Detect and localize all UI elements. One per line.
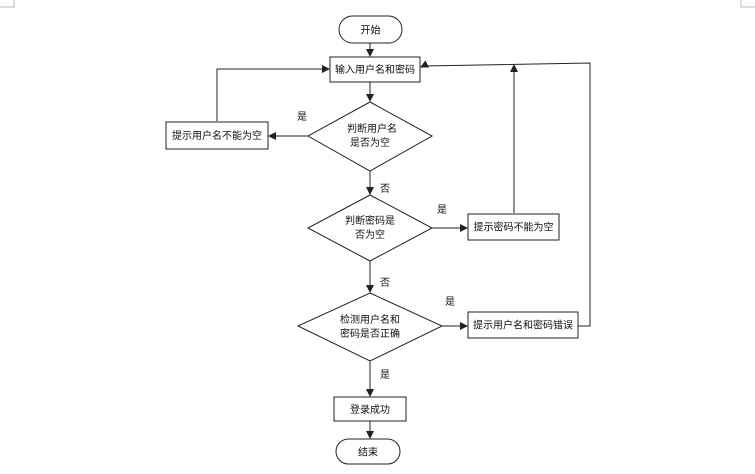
node-verify-line1: 检测用户名和 bbox=[340, 313, 400, 326]
edge-label-pwd-no: 否 bbox=[380, 277, 390, 289]
node-check-user-line1: 判断用户名 bbox=[347, 122, 397, 135]
node-tip-wrong-label: 提示用户名和密码错误 bbox=[473, 319, 573, 332]
node-start: 开始 bbox=[338, 15, 403, 44]
edge-label-verify-yes-right: 是 bbox=[445, 296, 455, 308]
node-input-label: 输入用户名和密码 bbox=[335, 63, 415, 76]
node-tip-pwd-empty-label: 提示密码不能为空 bbox=[474, 221, 554, 234]
edges bbox=[216, 43, 591, 439]
node-end-label: 结束 bbox=[358, 446, 378, 459]
node-tip-user-empty: 提示用户名不能为空 bbox=[165, 121, 269, 150]
edge-tip-wrong-loop bbox=[420, 60, 591, 327]
node-tip-user-empty-label: 提示用户名不能为空 bbox=[172, 129, 262, 142]
node-success-label: 登录成功 bbox=[350, 403, 390, 416]
edge-label-user-yes: 是 bbox=[297, 111, 307, 123]
node-verify: 检测用户名和 密码是否正确 bbox=[296, 292, 444, 362]
node-tip-wrong: 提示用户名和密码错误 bbox=[467, 311, 579, 339]
node-check-user: 判断用户名 是否为空 bbox=[306, 101, 434, 172]
node-tip-pwd-empty: 提示密码不能为空 bbox=[467, 213, 560, 241]
node-input: 输入用户名和密码 bbox=[329, 56, 421, 83]
edge-label-user-no: 否 bbox=[380, 183, 390, 195]
node-check-pwd-line2: 否为空 bbox=[355, 228, 385, 241]
node-check-pwd-line1: 判断密码是 bbox=[345, 214, 395, 227]
edge-tip-user-loop bbox=[216, 65, 330, 121]
node-verify-line2: 密码是否正确 bbox=[340, 327, 400, 340]
page-corner-marks bbox=[0, 0, 755, 8]
node-check-user-line2: 是否为空 bbox=[350, 136, 390, 149]
node-end: 结束 bbox=[335, 438, 401, 465]
edge-label-verify-yes-down: 是 bbox=[380, 369, 390, 381]
node-check-pwd: 判断密码是 否为空 bbox=[306, 194, 434, 262]
edge-label-pwd-yes: 是 bbox=[437, 204, 447, 216]
node-success: 登录成功 bbox=[333, 396, 407, 422]
node-start-label: 开始 bbox=[361, 24, 381, 37]
